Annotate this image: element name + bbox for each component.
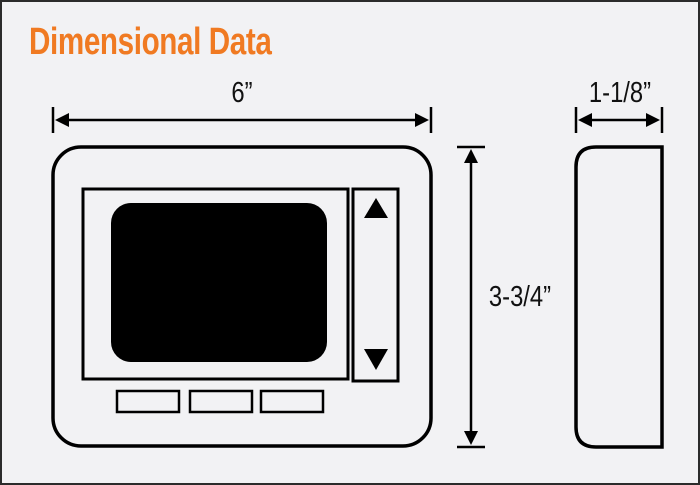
- screen-frame: [81, 187, 350, 381]
- device-body: [51, 145, 433, 448]
- arrow-up-icon: [464, 149, 478, 163]
- arrow-left-icon: [578, 113, 592, 127]
- triangle-down-icon: [364, 349, 388, 370]
- page-title: Dimensional Data: [29, 21, 272, 63]
- side-control-panel: [351, 187, 400, 383]
- width-dimension-line: [51, 107, 433, 133]
- device-button-2: [188, 389, 254, 414]
- device-front-view: [51, 145, 433, 448]
- triangle-up-icon: [364, 198, 388, 218]
- device-side-view: [574, 145, 664, 449]
- arrow-left-icon: [55, 113, 69, 127]
- display-screen: [111, 203, 327, 362]
- height-dimension-line: [457, 145, 485, 449]
- arrow-right-icon: [415, 113, 429, 127]
- device-button-3: [259, 389, 325, 414]
- height-dimension-label: 3-3/4”: [488, 281, 552, 313]
- depth-dimension-label: 1-1/8”: [588, 77, 652, 109]
- width-dimension-label: 6”: [231, 77, 253, 109]
- arrow-down-icon: [464, 431, 478, 445]
- device-button-1: [115, 389, 181, 414]
- depth-dimension-line: [574, 107, 664, 133]
- arrow-right-icon: [646, 113, 660, 127]
